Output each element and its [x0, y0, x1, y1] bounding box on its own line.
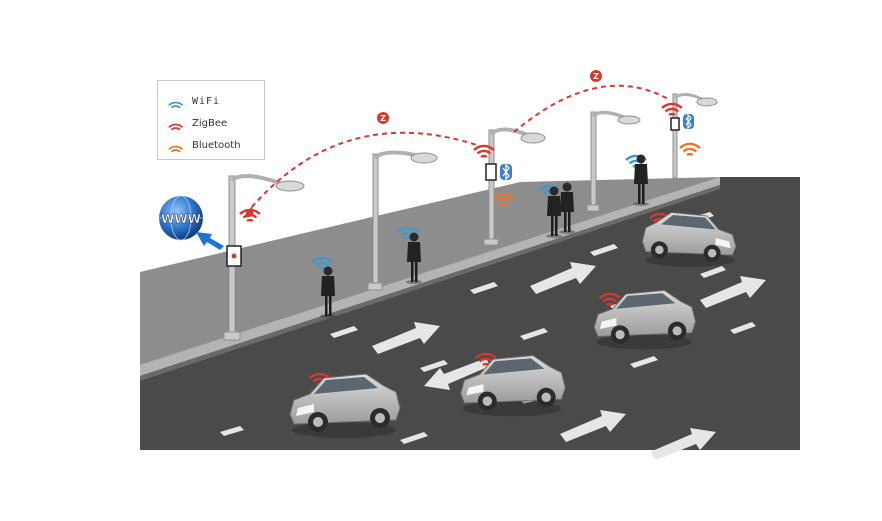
bluetooth-icon	[683, 114, 694, 129]
legend-item-wifi: WiFi	[166, 91, 220, 111]
globe-icon: WWW	[159, 196, 203, 240]
legend-label: Bluetooth	[192, 140, 241, 151]
wifi-signal-icon	[166, 94, 184, 108]
zigbee-signal-icon	[240, 204, 260, 224]
uplink-arrow-icon	[196, 232, 224, 250]
sensor-node	[486, 164, 496, 180]
bluetooth-icon	[500, 164, 512, 180]
sensor-node	[671, 118, 679, 130]
legend-item-bluetooth: Bluetooth	[166, 135, 241, 155]
legend-label: WiFi	[192, 96, 220, 107]
bluetooth-signal-icon	[166, 138, 184, 152]
zigbee-marker-label: Z	[380, 114, 386, 123]
legend-item-zigbee: ZigBee	[166, 113, 227, 133]
legend-label: ZigBee	[192, 118, 227, 129]
zigbee-marker-label: Z	[593, 72, 599, 81]
globe-label: WWW	[161, 212, 201, 226]
bluetooth-signal-icon	[680, 138, 700, 158]
zigbee-signal-icon	[166, 116, 184, 130]
zigbee-signal-icon	[662, 98, 682, 118]
legend: WiFi ZigBee Bluetooth	[157, 80, 265, 160]
sensor-led	[232, 254, 237, 259]
